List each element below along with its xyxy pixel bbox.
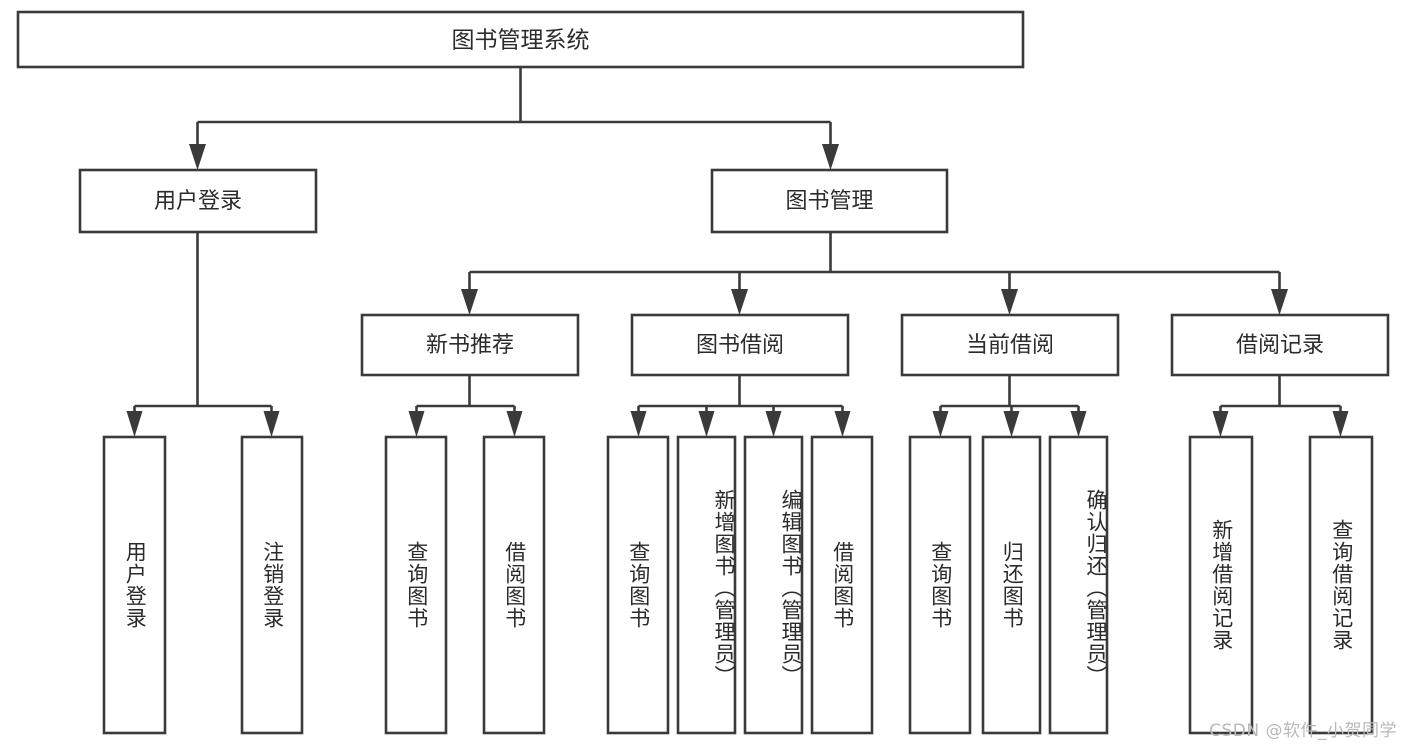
leaf-box-logout[interactable] xyxy=(240,435,304,735)
watermark: CSDN @软件_小贺同学 xyxy=(1209,721,1397,741)
arrow-head-borrow xyxy=(731,289,748,315)
connector-group-borrow-leaves xyxy=(630,375,851,437)
node-book-borrow-box[interactable] xyxy=(630,313,850,377)
node-root-label: 图书管理系统 xyxy=(452,28,590,54)
arrow-head-current-borrow xyxy=(1001,289,1018,315)
arrow-head-leaf-3 xyxy=(408,411,425,437)
node-borrow-records-label: 借阅记录 xyxy=(1236,333,1324,358)
leaf-boxes xyxy=(102,435,1374,735)
arrow-head-leaf-8 xyxy=(834,411,851,437)
arrow-head-new-books xyxy=(461,289,478,315)
leaf-box-borrow-book-2[interactable] xyxy=(810,435,874,735)
connector-group-currentborrow-leaves xyxy=(932,375,1087,437)
node-borrow-records-box[interactable] xyxy=(1170,313,1390,377)
connector-group-records-leaves xyxy=(1212,375,1349,437)
leaf-box-add-record[interactable] xyxy=(1188,435,1254,735)
arrow-head-leaf-9 xyxy=(932,411,949,437)
leaf-box-edit-book[interactable] xyxy=(743,435,804,735)
node-borrow-records[interactable]: 借阅记录 xyxy=(1170,313,1390,377)
leaf-box-confirm-return[interactable] xyxy=(1048,435,1109,735)
arrow-head-leaf-11 xyxy=(1070,411,1087,437)
arrow-head-leaf-4 xyxy=(506,411,523,437)
arrow-head-leaf-13 xyxy=(1332,411,1349,437)
node-current-borrow-box[interactable] xyxy=(900,313,1120,377)
node-user-login-label: 用户登录 xyxy=(154,189,242,214)
node-current-borrow[interactable]: 当前借阅 xyxy=(900,313,1120,377)
node-current-borrow-label: 当前借阅 xyxy=(966,333,1054,358)
node-user-login-box[interactable] xyxy=(78,168,318,234)
arrow-head-leaf-2 xyxy=(263,411,280,437)
node-book-management-label: 图书管理 xyxy=(785,189,873,214)
node-new-book-recommend-box[interactable] xyxy=(360,313,580,377)
arrow-head-leaf-12 xyxy=(1212,411,1229,437)
connector-group-userlogin-leaves xyxy=(126,232,280,437)
node-root-box[interactable] xyxy=(16,10,1025,69)
node-new-book-recommend[interactable]: 新书推荐 xyxy=(360,313,580,377)
node-new-book-recommend-label: 新书推荐 xyxy=(426,333,514,358)
arrow-head-leaf-7 xyxy=(765,411,782,437)
leaf-box-borrow-book-1[interactable] xyxy=(482,435,546,735)
arrow-head-records xyxy=(1271,289,1288,315)
arrow-head-leaf-5 xyxy=(630,411,647,437)
node-book-management-box[interactable] xyxy=(710,168,949,234)
connector-group-root-to-level2 xyxy=(189,67,839,170)
connector-group-newbooks-leaves xyxy=(408,375,523,437)
leaf-box-query-book-2[interactable] xyxy=(606,435,670,735)
leaf-box-query-record[interactable] xyxy=(1308,435,1374,735)
node-book-borrow-label: 图书借阅 xyxy=(696,333,784,358)
leaf-box-add-book[interactable] xyxy=(676,435,737,735)
arrow-head-leaf-6 xyxy=(698,411,715,437)
connector-group-bookmgmt-to-level3 xyxy=(461,232,1288,315)
arrow-head-leaf-1 xyxy=(126,411,143,437)
node-root[interactable]: 图书管理系统 xyxy=(16,10,1025,69)
node-book-borrow[interactable]: 图书借阅 xyxy=(630,313,850,377)
arrow-head-user-login xyxy=(189,144,206,170)
node-book-management[interactable]: 图书管理 xyxy=(710,168,949,234)
leaf-box-user-login[interactable] xyxy=(102,435,167,735)
arrow-head-leaf-10 xyxy=(1003,411,1020,437)
node-user-login[interactable]: 用户登录 xyxy=(78,168,318,234)
arrow-head-book-mgmt xyxy=(822,144,839,170)
leaf-box-query-book-3[interactable] xyxy=(908,435,972,735)
leaf-box-return-book[interactable] xyxy=(981,435,1042,735)
leaf-box-query-book-1[interactable] xyxy=(384,435,448,735)
